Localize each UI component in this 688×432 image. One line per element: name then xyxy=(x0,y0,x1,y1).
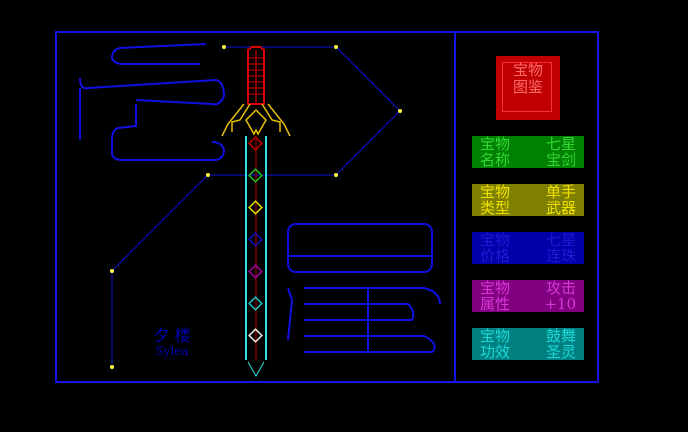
signature-en: Sylea xyxy=(155,344,189,358)
info-key: 宝物 价格 xyxy=(480,231,511,265)
sword-blade xyxy=(245,136,267,378)
seal-border xyxy=(502,62,552,112)
glyph-qi xyxy=(79,43,226,161)
info-key: 宝物 名称 xyxy=(480,135,511,169)
sword-handle xyxy=(247,46,265,105)
info-value: 七星 宝剑 xyxy=(545,135,576,169)
constellation-lines xyxy=(111,46,401,367)
display-frame xyxy=(55,31,599,383)
info-box: 宝物 名称 七星 宝剑 xyxy=(472,136,584,168)
constellation-stars xyxy=(110,45,402,369)
signature-cn: 夕 楼 xyxy=(153,326,191,345)
panel-divider xyxy=(454,31,456,383)
info-box: 宝物 类型 单手 武器 xyxy=(472,184,584,216)
glyph-xing xyxy=(287,223,441,353)
info-key: 宝物 属性 xyxy=(480,279,511,313)
info-value: 攻击 +10 xyxy=(544,279,576,313)
seal-text: 宝物 图鉴 xyxy=(512,61,543,96)
info-value: 七星 连珠 xyxy=(545,231,576,265)
info-box: 宝物 功效 鼓舞 圣灵 xyxy=(472,328,584,360)
sword-gems xyxy=(248,136,263,343)
info-value: 鼓舞 圣灵 xyxy=(545,327,576,361)
treasure-seal: 宝物 图鉴 xyxy=(496,56,560,120)
info-key: 宝物 类型 xyxy=(480,183,511,217)
info-box: 宝物 属性 攻击 +10 xyxy=(472,280,584,312)
info-box: 宝物 价格 七星 连珠 xyxy=(472,232,584,264)
info-value: 单手 武器 xyxy=(545,183,576,217)
info-key: 宝物 功效 xyxy=(480,327,511,361)
sword-guard xyxy=(221,103,291,137)
artist-signature: 夕 楼 Sylea xyxy=(150,326,194,359)
